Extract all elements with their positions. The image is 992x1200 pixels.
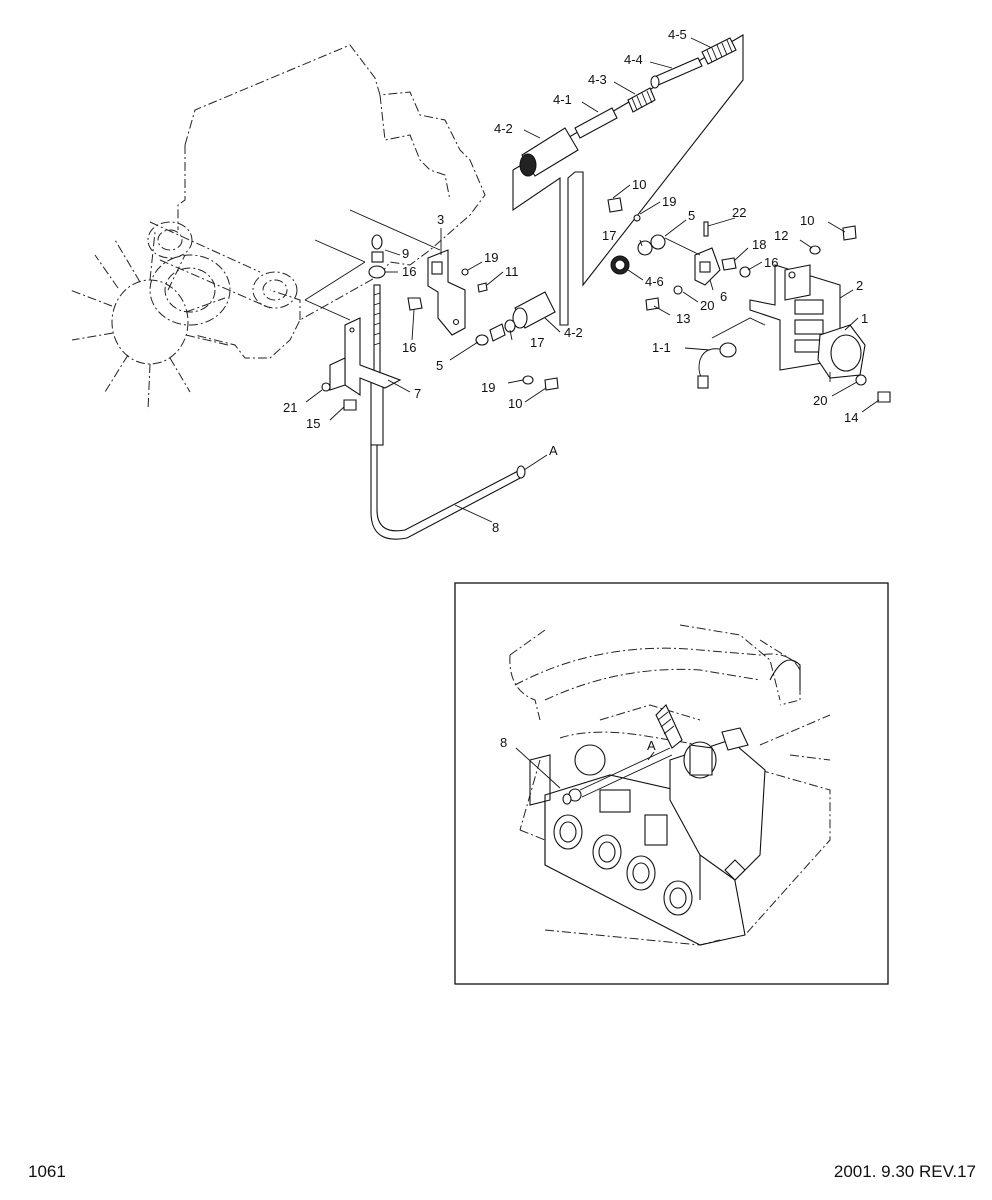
callout-6: 6	[720, 289, 727, 304]
callout-2: 2	[856, 278, 863, 293]
callout-4-3: 4-3	[588, 72, 607, 87]
callout-4-5: 4-5	[668, 27, 687, 42]
inset-view: 8 A	[454, 582, 889, 985]
fan-outline	[69, 231, 229, 411]
callout-22: 22	[732, 205, 746, 220]
callout-4-6: 4-6	[645, 274, 664, 289]
callouts: 4-5 4-4 4-3 4-1 4-2 10 19 5 22 10 3 9 16…	[283, 27, 868, 535]
cable-rod	[368, 234, 386, 446]
callout-13: 13	[676, 311, 690, 326]
revision-date: 2001. 9.30 REV.17	[833, 1162, 976, 1181]
callout-4-2: 4-2	[564, 325, 583, 340]
callout-19: 19	[481, 380, 495, 395]
callout-9: 9	[402, 246, 409, 261]
callout-16: 16	[402, 264, 416, 279]
callout-4-4: 4-4	[624, 52, 643, 67]
callout-16: 16	[402, 340, 416, 355]
callout-4-1: 4-1	[553, 92, 572, 107]
callout-12: 12	[774, 228, 788, 243]
callout-5: 5	[436, 358, 443, 373]
engine-outline	[147, 44, 486, 359]
callout-16: 16	[764, 255, 778, 270]
callout-3: 3	[437, 212, 444, 227]
callout-1: 1	[861, 311, 868, 326]
small-hardware	[321, 268, 559, 411]
callout-15: 15	[306, 416, 320, 431]
callout-4-2: 4-2	[494, 121, 513, 136]
cable-8	[370, 444, 526, 540]
connector-assembly	[512, 34, 744, 329]
callout-17: 17	[530, 335, 544, 350]
callout-10: 10	[632, 177, 646, 192]
callout-21: 21	[283, 400, 297, 415]
callout-7: 7	[414, 386, 421, 401]
inset-callout-a: A	[647, 738, 656, 753]
callout-1-1: 1-1	[652, 340, 671, 355]
callout-11: 11	[505, 264, 519, 279]
callout-19: 19	[484, 250, 498, 265]
callout-20: 20	[813, 393, 827, 408]
callout-a: A	[549, 443, 558, 458]
callout-5: 5	[688, 208, 695, 223]
callout-14: 14	[844, 410, 858, 425]
callout-17: 17	[602, 228, 616, 243]
solenoid-bracket	[607, 197, 891, 403]
page-number: 1061	[28, 1162, 66, 1181]
callout-18: 18	[752, 237, 766, 252]
inset-callout-8: 8	[500, 735, 507, 750]
callout-19: 19	[662, 194, 676, 209]
bracket-7	[329, 317, 402, 397]
callout-8: 8	[492, 520, 499, 535]
callout-20: 20	[700, 298, 714, 313]
callout-10: 10	[800, 213, 814, 228]
callout-10: 10	[508, 396, 522, 411]
bracket-3	[304, 209, 466, 336]
leader-lines	[305, 37, 880, 523]
